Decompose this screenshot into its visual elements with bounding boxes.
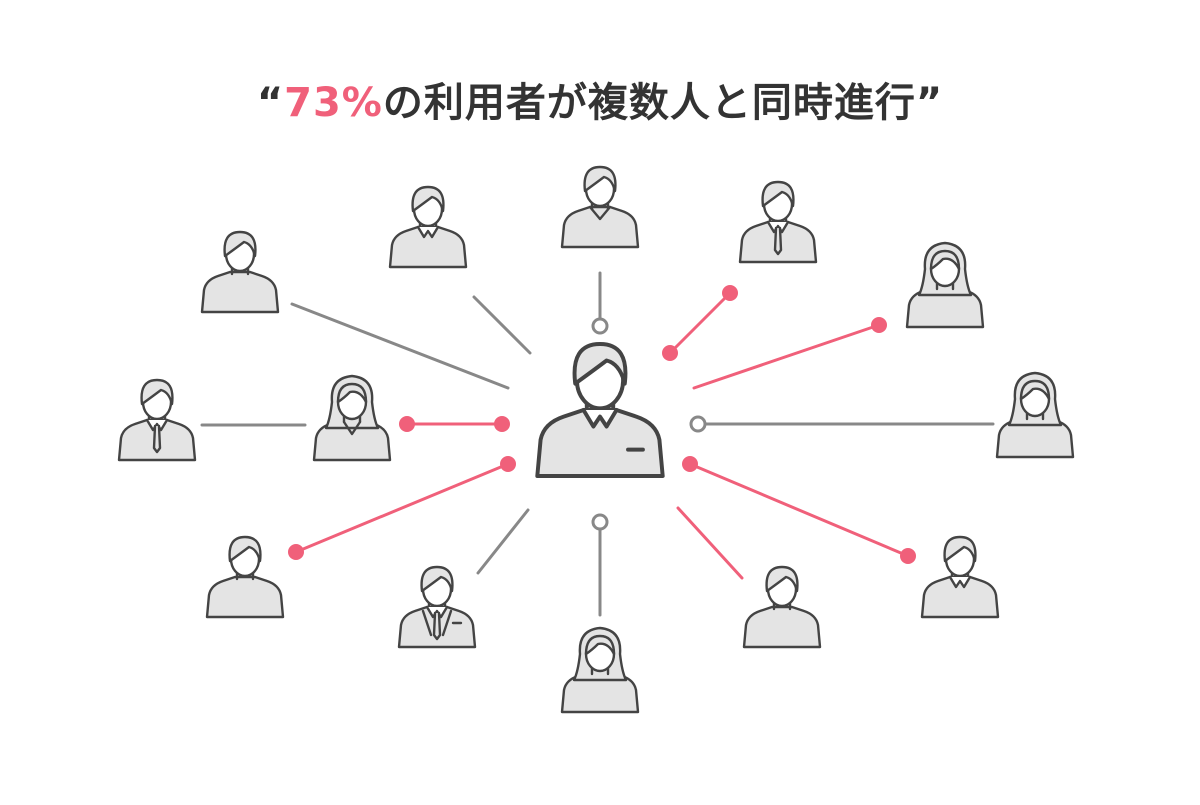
active-connection: [682, 456, 916, 564]
center-user-icon: [535, 342, 665, 478]
node-dot: [682, 456, 698, 472]
node-dot: [871, 317, 887, 333]
node-dot: [494, 416, 510, 432]
inactive-connection: [476, 508, 530, 575]
node-dot: [662, 345, 678, 361]
people-icons: [117, 165, 1075, 714]
person-icon-p13: [920, 535, 1000, 619]
person-icon-p10: [397, 565, 477, 649]
person-icon-p3: [560, 165, 640, 249]
inactive-connection: [689, 415, 995, 433]
active-connection: [288, 456, 516, 560]
person-icon-p4: [738, 180, 818, 264]
person-icon-p11: [560, 626, 640, 714]
inactive-connection: [591, 513, 609, 617]
node-ring: [591, 317, 609, 335]
headline-percentage: 73%: [284, 80, 383, 126]
person-icon-p2: [388, 185, 468, 269]
center-person-icon: [535, 342, 665, 478]
node-dot: [722, 285, 738, 301]
node-dot: [288, 544, 304, 560]
inactive-connection: [290, 302, 510, 390]
person-icon-p7: [312, 374, 392, 462]
headline: “73%の利用者が複数人と同時進行”: [0, 70, 1200, 128]
node-dot: [900, 548, 916, 564]
person-icon-p1: [200, 230, 280, 314]
person-icon-p8: [995, 371, 1075, 459]
node-dot: [500, 456, 516, 472]
inactive-connection: [591, 271, 609, 335]
close-quote: ”: [915, 80, 944, 126]
node-ring: [591, 513, 609, 531]
active-connection: [676, 506, 744, 580]
person-icon-p9: [205, 535, 285, 619]
inactive-connection: [472, 295, 532, 355]
person-icon-p6: [117, 378, 197, 462]
person-icon-p5: [905, 241, 985, 329]
connection-lines: [200, 271, 995, 617]
person-icon-p12: [742, 565, 822, 649]
active-connection: [692, 317, 887, 390]
node-ring: [689, 415, 707, 433]
node-dot: [399, 416, 415, 432]
open-quote: “: [256, 80, 285, 126]
active-connection: [399, 416, 510, 432]
active-connection: [662, 285, 738, 361]
headline-text: の利用者が複数人と同時進行: [382, 80, 916, 126]
